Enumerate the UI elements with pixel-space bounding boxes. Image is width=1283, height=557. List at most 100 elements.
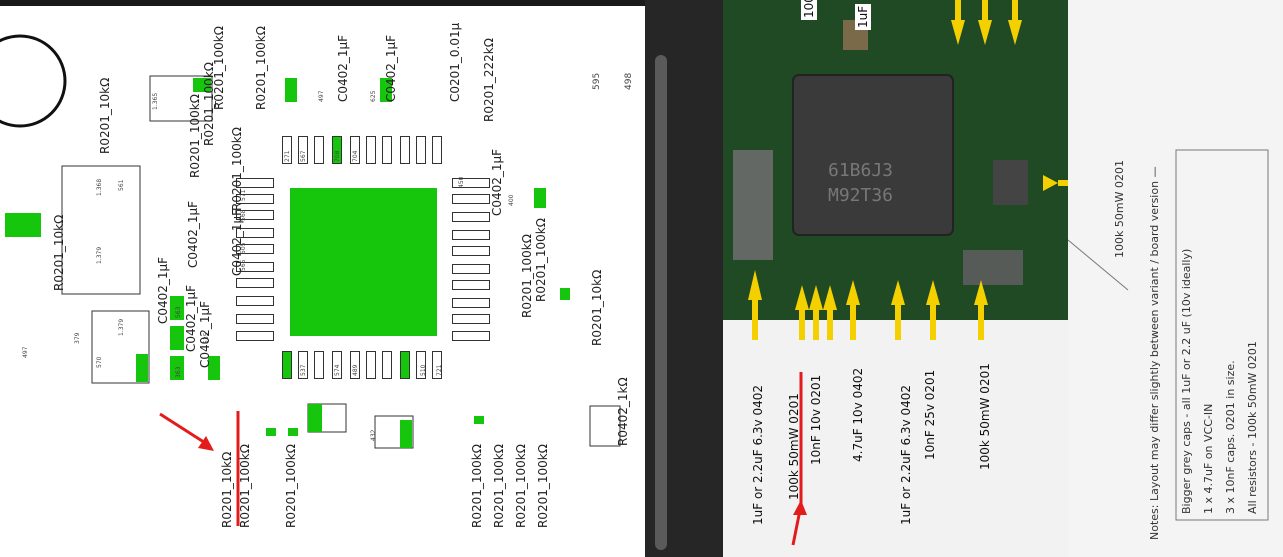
component-label: 1uF or 2.2uF 6.3v 0402 bbox=[899, 385, 913, 525]
pad-code: 1.368 bbox=[96, 178, 103, 196]
leader-line bbox=[1068, 239, 1129, 291]
component-label: 4.7uF 10v 0402 bbox=[851, 367, 865, 462]
vertical-scrollbar[interactable] bbox=[655, 55, 667, 550]
chip-marking-line2: 61B6J3 bbox=[828, 160, 894, 181]
component-label: R0201_100kΩ bbox=[230, 127, 244, 211]
pad bbox=[366, 136, 376, 164]
green-pad bbox=[285, 78, 297, 102]
component-label: R0402_1kΩ bbox=[616, 377, 630, 446]
mounting-hole bbox=[0, 34, 67, 128]
pad bbox=[236, 194, 274, 204]
note-line: All resistors - 100k 50mW 0201 bbox=[1246, 341, 1259, 514]
component-label: C0402_1µF bbox=[384, 34, 398, 102]
pad bbox=[236, 314, 274, 324]
component-label: 10nF 10v 0201 bbox=[809, 374, 823, 465]
pad bbox=[236, 210, 274, 220]
component-label: R0201_10kΩ bbox=[98, 77, 112, 154]
pad-code: 489 bbox=[352, 364, 359, 376]
main-chip-pad bbox=[290, 188, 437, 336]
pad-code: 574 bbox=[334, 364, 341, 376]
component-label: R0201_100kΩ bbox=[534, 218, 548, 302]
component-label: C0402_1µF bbox=[230, 208, 244, 276]
pad-code: 432 bbox=[370, 429, 377, 441]
green-pad bbox=[193, 78, 211, 92]
pad-code: 563 bbox=[175, 306, 182, 318]
green-pad bbox=[400, 420, 412, 448]
green-pad bbox=[266, 428, 276, 436]
pad-code: 363 bbox=[175, 366, 182, 378]
pad bbox=[400, 136, 410, 164]
note-line: Bigger grey caps - all 1uF or 2.2 uF (10… bbox=[1180, 248, 1193, 514]
green-pad bbox=[170, 356, 184, 380]
pad-code: 721 bbox=[436, 364, 443, 376]
notes-box bbox=[1175, 149, 1269, 521]
component-label: R0201_222kΩ bbox=[482, 38, 496, 122]
green-pad bbox=[380, 78, 392, 102]
note-line: 1 x 4.7uF on VCC-IN bbox=[1202, 403, 1215, 514]
component-label-highlighted: 100k 50mW 0201 bbox=[787, 393, 801, 500]
pad-code: 625 bbox=[370, 90, 377, 102]
pad bbox=[298, 136, 308, 164]
pad bbox=[416, 351, 426, 379]
pad bbox=[452, 178, 490, 188]
pad bbox=[282, 136, 292, 164]
board-photo-drawing bbox=[723, 0, 1068, 557]
component-label: R0201_100kΩ bbox=[254, 26, 268, 110]
component-label: C0402_1µF bbox=[184, 284, 198, 352]
pad bbox=[298, 351, 308, 379]
pad-code: 1.379 bbox=[96, 246, 103, 264]
pad bbox=[314, 136, 324, 164]
component-label: R0201_10kΩ bbox=[590, 269, 604, 346]
pad-code: 1.365 bbox=[152, 92, 159, 110]
layout-drawing bbox=[0, 34, 621, 526]
component-label: C0402_1µF bbox=[198, 300, 212, 368]
pad-code: 400 bbox=[508, 194, 515, 206]
pad-code: 537 bbox=[300, 364, 307, 376]
component-label: R0201_100kΩ bbox=[238, 444, 252, 528]
pad bbox=[236, 296, 274, 306]
green-pad bbox=[5, 213, 41, 237]
pad-code: 570 bbox=[96, 356, 103, 368]
pad bbox=[432, 351, 442, 379]
pad bbox=[452, 212, 490, 222]
pad-code: 379 bbox=[74, 332, 81, 344]
pad bbox=[282, 351, 292, 379]
green-pad bbox=[170, 326, 184, 350]
pad-code: 567 bbox=[300, 150, 307, 162]
component-label: 100k 50mW 0201 bbox=[978, 363, 992, 470]
component-outline bbox=[374, 415, 414, 449]
component-label: C0402_1µF bbox=[490, 148, 504, 216]
yellow-arrows bbox=[748, 0, 1068, 340]
pad bbox=[350, 136, 360, 164]
pad bbox=[350, 351, 360, 379]
pad bbox=[416, 136, 426, 164]
notes-panel: 100k 50mW 0201 Notes: Layout may differ … bbox=[1068, 0, 1283, 557]
photo-tag: 100 bbox=[801, 0, 817, 20]
pad bbox=[236, 331, 274, 341]
pad bbox=[314, 351, 324, 379]
pad bbox=[382, 351, 392, 379]
pad-code: 498 bbox=[624, 72, 634, 90]
component-label: R0201_100kΩ bbox=[520, 234, 534, 318]
pad-code: 271 bbox=[284, 150, 291, 162]
pad bbox=[452, 314, 490, 324]
pad bbox=[236, 278, 274, 288]
component-label: R0201_100kΩ bbox=[492, 444, 506, 528]
note-line: 3 x 10nF caps. 0201 in size. bbox=[1224, 360, 1237, 514]
component-outline bbox=[589, 405, 621, 447]
component-label: C0402_1µF bbox=[186, 200, 200, 268]
component-label: R0201_100kΩ bbox=[470, 444, 484, 528]
pad bbox=[332, 136, 342, 164]
pad-code: 561 bbox=[118, 179, 125, 191]
component-label-highlighted: R0201_10kΩ bbox=[220, 451, 234, 528]
pad bbox=[236, 262, 274, 272]
notes-title: Notes: Layout may differ slightly betwee… bbox=[1148, 166, 1161, 540]
pad bbox=[432, 136, 442, 164]
pad bbox=[452, 264, 490, 274]
pad-code: 497 bbox=[318, 90, 325, 102]
component-label: R0201_100kΩ bbox=[212, 26, 226, 110]
pad-code: 1.379 bbox=[118, 318, 125, 336]
red-arrow-head bbox=[793, 500, 807, 515]
component-label: C0402_1µF bbox=[336, 34, 350, 102]
right-resistor-label: 100k 50mW 0201 bbox=[1113, 160, 1126, 258]
